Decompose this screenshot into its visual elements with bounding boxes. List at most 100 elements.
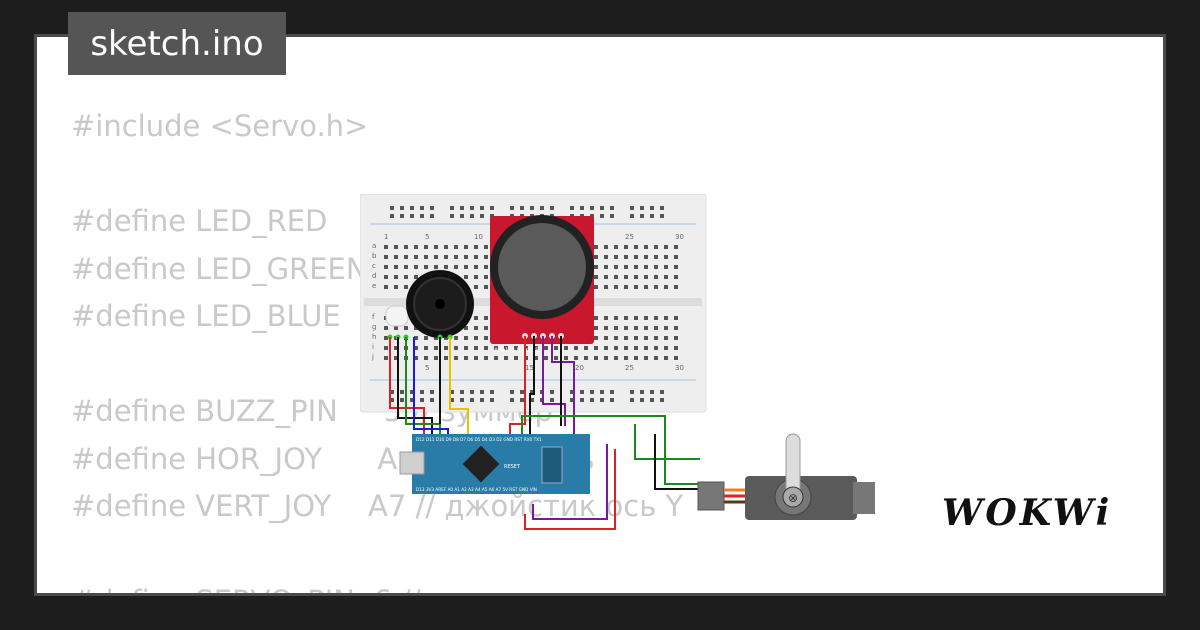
bb-letter: j xyxy=(371,353,374,361)
bb-hole xyxy=(624,285,628,289)
bb-hole xyxy=(584,356,588,360)
bb-hole xyxy=(474,336,478,340)
bb-rail-hole xyxy=(410,214,414,218)
bb-hole xyxy=(484,255,488,259)
bb-rail-hole xyxy=(410,390,414,394)
bb-hole xyxy=(604,285,608,289)
bb-rail-hole xyxy=(570,398,574,402)
file-tab[interactable]: sketch.ino xyxy=(68,12,286,75)
bb-rail-hole xyxy=(640,206,644,210)
bb-rail-hole xyxy=(450,214,454,218)
bb-hole xyxy=(404,285,408,289)
bb-hole xyxy=(444,336,448,340)
bb-hole xyxy=(444,255,448,259)
bb-hole xyxy=(624,316,628,320)
bb-hole xyxy=(594,356,598,360)
bb-hole xyxy=(464,346,468,350)
bb-rail-hole xyxy=(420,398,424,402)
bb-hole xyxy=(484,326,488,330)
bb-hole xyxy=(424,356,428,360)
bb-rail-hole xyxy=(470,206,474,210)
bb-rail-hole xyxy=(640,390,644,394)
bb-hole xyxy=(674,245,678,249)
code-line: #include <Servo.h> xyxy=(71,109,369,143)
bb-rail-hole xyxy=(540,206,544,210)
joystick-label: Analog Joystick xyxy=(494,347,540,354)
bb-rail-hole xyxy=(460,206,464,210)
bb-rail-hole xyxy=(580,398,584,402)
bb-rail-hole xyxy=(660,206,664,210)
bb-hole xyxy=(654,275,658,279)
bb-hole xyxy=(674,255,678,259)
bb-rail-hole xyxy=(600,390,604,394)
bb-rail-hole xyxy=(490,214,494,218)
bb-hole xyxy=(394,346,398,350)
bb-rail-hole xyxy=(400,206,404,210)
bb-rail-hole xyxy=(390,390,394,394)
bb-hole xyxy=(384,245,388,249)
bb-rail-hole xyxy=(510,390,514,394)
bb-hole xyxy=(604,275,608,279)
bb-hole xyxy=(654,285,658,289)
bb-rail-hole xyxy=(410,206,414,210)
bb-hole xyxy=(454,245,458,249)
bb-hole xyxy=(644,356,648,360)
wokwi-logo: WOKWi xyxy=(942,492,1113,534)
pins-top: D12 D11 D10 D9 D8 D7 D6 D5 D4 D3 D2 GND … xyxy=(416,437,542,442)
bb-hole xyxy=(594,265,598,269)
bb-hole xyxy=(434,346,438,350)
bb-hole xyxy=(384,326,388,330)
bb-rail-hole xyxy=(630,390,634,394)
bb-hole xyxy=(614,356,618,360)
bb-hole xyxy=(614,346,618,350)
servo-motor: ⊗ xyxy=(697,433,875,520)
bb-rail-hole xyxy=(430,206,434,210)
bb-hole xyxy=(474,245,478,249)
bb-hole xyxy=(474,316,478,320)
bb-hole xyxy=(624,255,628,259)
bb-hole xyxy=(664,285,668,289)
bb-letter: d xyxy=(372,272,376,280)
bb-hole xyxy=(404,255,408,259)
bb-rail-hole xyxy=(450,390,454,394)
svg-text:⊗: ⊗ xyxy=(788,491,798,505)
bb-hole xyxy=(454,255,458,259)
bb-hole xyxy=(674,356,678,360)
bb-letter: g xyxy=(372,323,376,331)
bb-hole xyxy=(564,356,568,360)
bb-rail-hole xyxy=(480,398,484,402)
bb-hole xyxy=(404,275,408,279)
filename-label: sketch.ino xyxy=(90,23,264,64)
bb-hole xyxy=(494,346,498,350)
bb-rail-hole xyxy=(430,390,434,394)
bb-rail-hole xyxy=(630,398,634,402)
bb-hole xyxy=(594,285,598,289)
bb-rail-hole xyxy=(650,398,654,402)
bb-hole xyxy=(394,245,398,249)
bb-hole xyxy=(384,265,388,269)
bb-hole xyxy=(474,356,478,360)
bb-hole xyxy=(414,356,418,360)
bb-hole xyxy=(644,255,648,259)
bb-hole xyxy=(594,346,598,350)
bb-hole xyxy=(584,346,588,350)
bb-rail-hole xyxy=(610,206,614,210)
bb-hole xyxy=(434,245,438,249)
bb-hole xyxy=(494,356,498,360)
bb-hole xyxy=(464,245,468,249)
bb-hole xyxy=(514,346,518,350)
bb-rail-hole xyxy=(600,206,604,210)
bb-rail-hole xyxy=(570,390,574,394)
bb-rail-hole xyxy=(410,398,414,402)
bb-hole xyxy=(544,356,548,360)
bb-hole xyxy=(394,265,398,269)
bb-hole xyxy=(654,336,658,340)
bb-num: 5 xyxy=(425,364,429,372)
bb-rail-hole xyxy=(510,398,514,402)
bb-hole xyxy=(394,326,398,330)
bb-hole xyxy=(664,245,668,249)
bb-hole xyxy=(624,356,628,360)
bb-hole xyxy=(544,346,548,350)
bb-rail-hole xyxy=(480,206,484,210)
arduino-nano: RESET D12 D11 D10 D9 D8 D7 D6 D5 D4 D3 D… xyxy=(399,434,590,494)
